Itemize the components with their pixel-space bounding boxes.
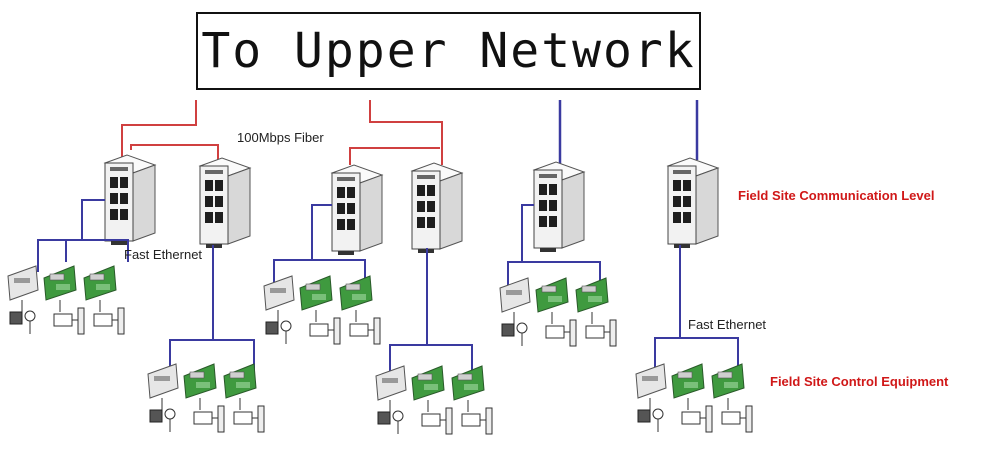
io-module-icon [711,363,745,399]
actuator-icon [93,307,125,335]
ethernet-link [273,204,332,290]
ethernet-link [213,339,255,372]
io-module-icon [43,265,77,301]
actuator-icon [585,319,617,347]
industrial-switch-icon [330,164,384,255]
fiber-link [369,100,443,165]
comm-level-label: Field Site Communication Level [738,188,935,203]
actuator-icon [349,317,381,345]
actuator-icon [681,405,713,433]
ethernet-link [522,261,601,284]
industrial-switch-icon [666,157,720,248]
io-module-icon [451,365,485,401]
ethernet-link [37,199,105,272]
equipment-cluster [7,265,125,335]
industrial-switch-icon [532,161,586,252]
equipment-cluster [375,365,493,435]
fiber-link [349,147,440,165]
ethernet-link [427,344,473,378]
fiber-link [130,144,219,160]
controller-icon [7,265,39,301]
ethernet-link [312,259,366,286]
controller-icon [147,363,179,399]
ethernet-link [82,239,129,262]
io-module-icon [575,277,609,313]
controller-icon [263,275,295,311]
equipment-cluster [147,363,265,433]
fast-ethernet-label-2: Fast Ethernet [688,317,767,332]
sensor-icon [9,310,36,334]
industrial-switch-icon [198,157,252,248]
controller-icon [375,365,407,401]
fiber-link [121,100,197,160]
equipment-cluster [499,277,617,347]
controller-icon [499,277,531,313]
io-module-icon [339,275,373,311]
io-module-icon [183,363,217,399]
actuator-icon [545,319,577,347]
actuator-icon [309,317,341,345]
sensor-icon [149,408,176,432]
actuator-icon [461,407,493,435]
io-module-icon [671,363,705,399]
control-equipment-label: Field Site Control Equipment [770,374,949,389]
ethernet-link [680,337,739,372]
upper-network-box: To Upper Network [196,12,701,90]
ethernet-link [169,245,214,372]
actuator-icon [721,405,753,433]
io-module-icon [299,275,333,311]
industrial-switch-icon [410,162,464,253]
sensor-icon [377,410,404,434]
fast-ethernet-label-1: Fast Ethernet [124,247,203,262]
actuator-icon [421,407,453,435]
ethernet-link [507,204,534,290]
fiber-label: 100Mbps Fiber [237,130,324,145]
io-module-icon [223,363,257,399]
io-module-icon [535,277,569,313]
actuator-icon [53,307,85,335]
io-module-icon [411,365,445,401]
actuator-icon [233,405,265,433]
industrial-switch-icon [103,154,157,245]
ethernet-link [654,245,681,376]
ethernet-link [389,248,428,376]
io-module-icon [83,265,117,301]
controller-icon [635,363,667,399]
sensor-icon [501,322,528,346]
upper-network-title: To Upper Network [201,23,696,79]
sensor-icon [637,408,664,432]
equipment-cluster [263,275,381,345]
actuator-icon [193,405,225,433]
equipment-cluster [635,363,753,433]
sensor-icon [265,320,292,344]
